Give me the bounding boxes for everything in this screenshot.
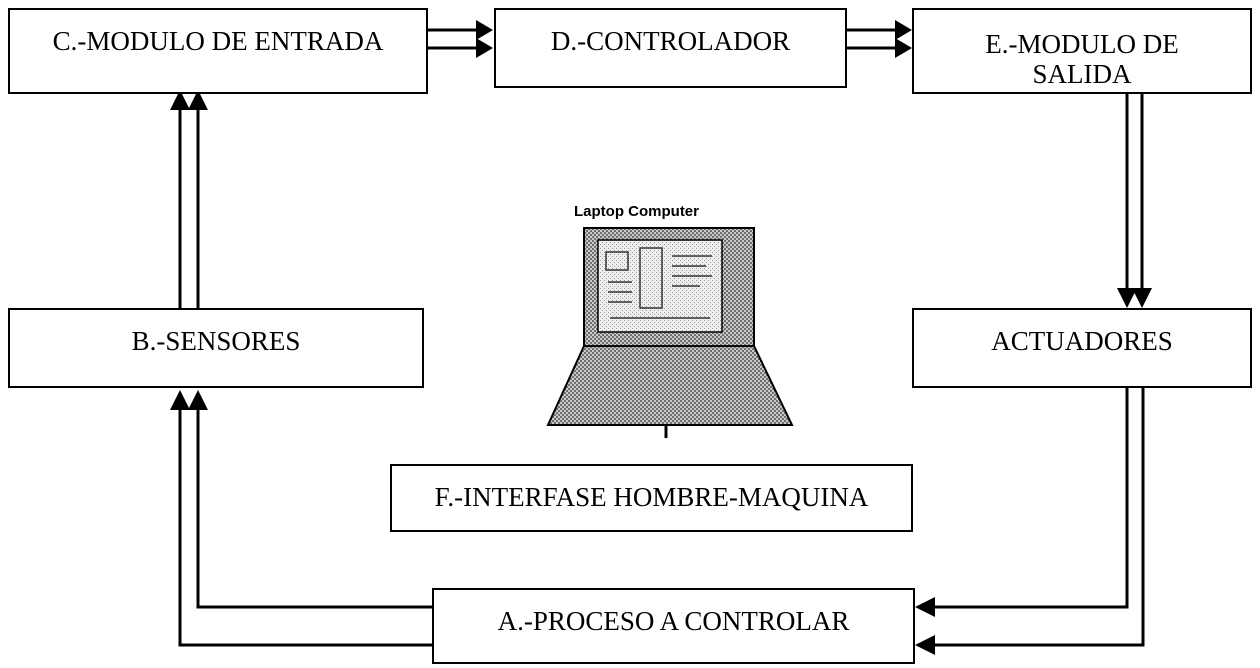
block-modulo-salida-label-line1: E.-MODULO DE [985,29,1179,59]
block-interfase-hombre-maquina: F.-INTERFASE HOMBRE-MAQUINA [390,464,913,532]
block-modulo-entrada: C.-MODULO DE ENTRADA [8,8,428,94]
block-actuadores: ACTUADORES [912,308,1252,388]
laptop-caption: Laptop Computer [574,203,699,220]
arrow-actuadores-to-proceso [915,388,1145,655]
block-sensores: B.-SENSORES [8,308,424,388]
laptop-icon [546,227,794,438]
block-interfase-label: F.-INTERFASE HOMBRE-MAQUINA [434,482,869,512]
block-controlador: D.-CONTROLADOR [494,8,847,88]
block-modulo-salida-label-line2: SALIDA [1032,59,1132,89]
block-modulo-salida: E.-MODULO DE SALIDA [912,8,1252,94]
arrow-controlador-to-salida [847,20,912,58]
arrow-salida-to-actuadores [1117,93,1152,308]
block-actuadores-label: ACTUADORES [991,326,1173,356]
block-proceso-a-controlar: A.-PROCESO A CONTROLAR [432,588,915,664]
arrow-sensores-to-entrada [170,90,208,308]
block-modulo-entrada-label: C.-MODULO DE ENTRADA [52,26,384,56]
block-controlador-label: D.-CONTROLADOR [550,26,791,56]
block-sensores-label: B.-SENSORES [131,326,301,356]
arrow-entrada-to-controlador [428,20,493,58]
block-proceso-label: A.-PROCESO A CONTROLAR [497,606,850,636]
arrow-proceso-to-sensores [170,390,432,647]
